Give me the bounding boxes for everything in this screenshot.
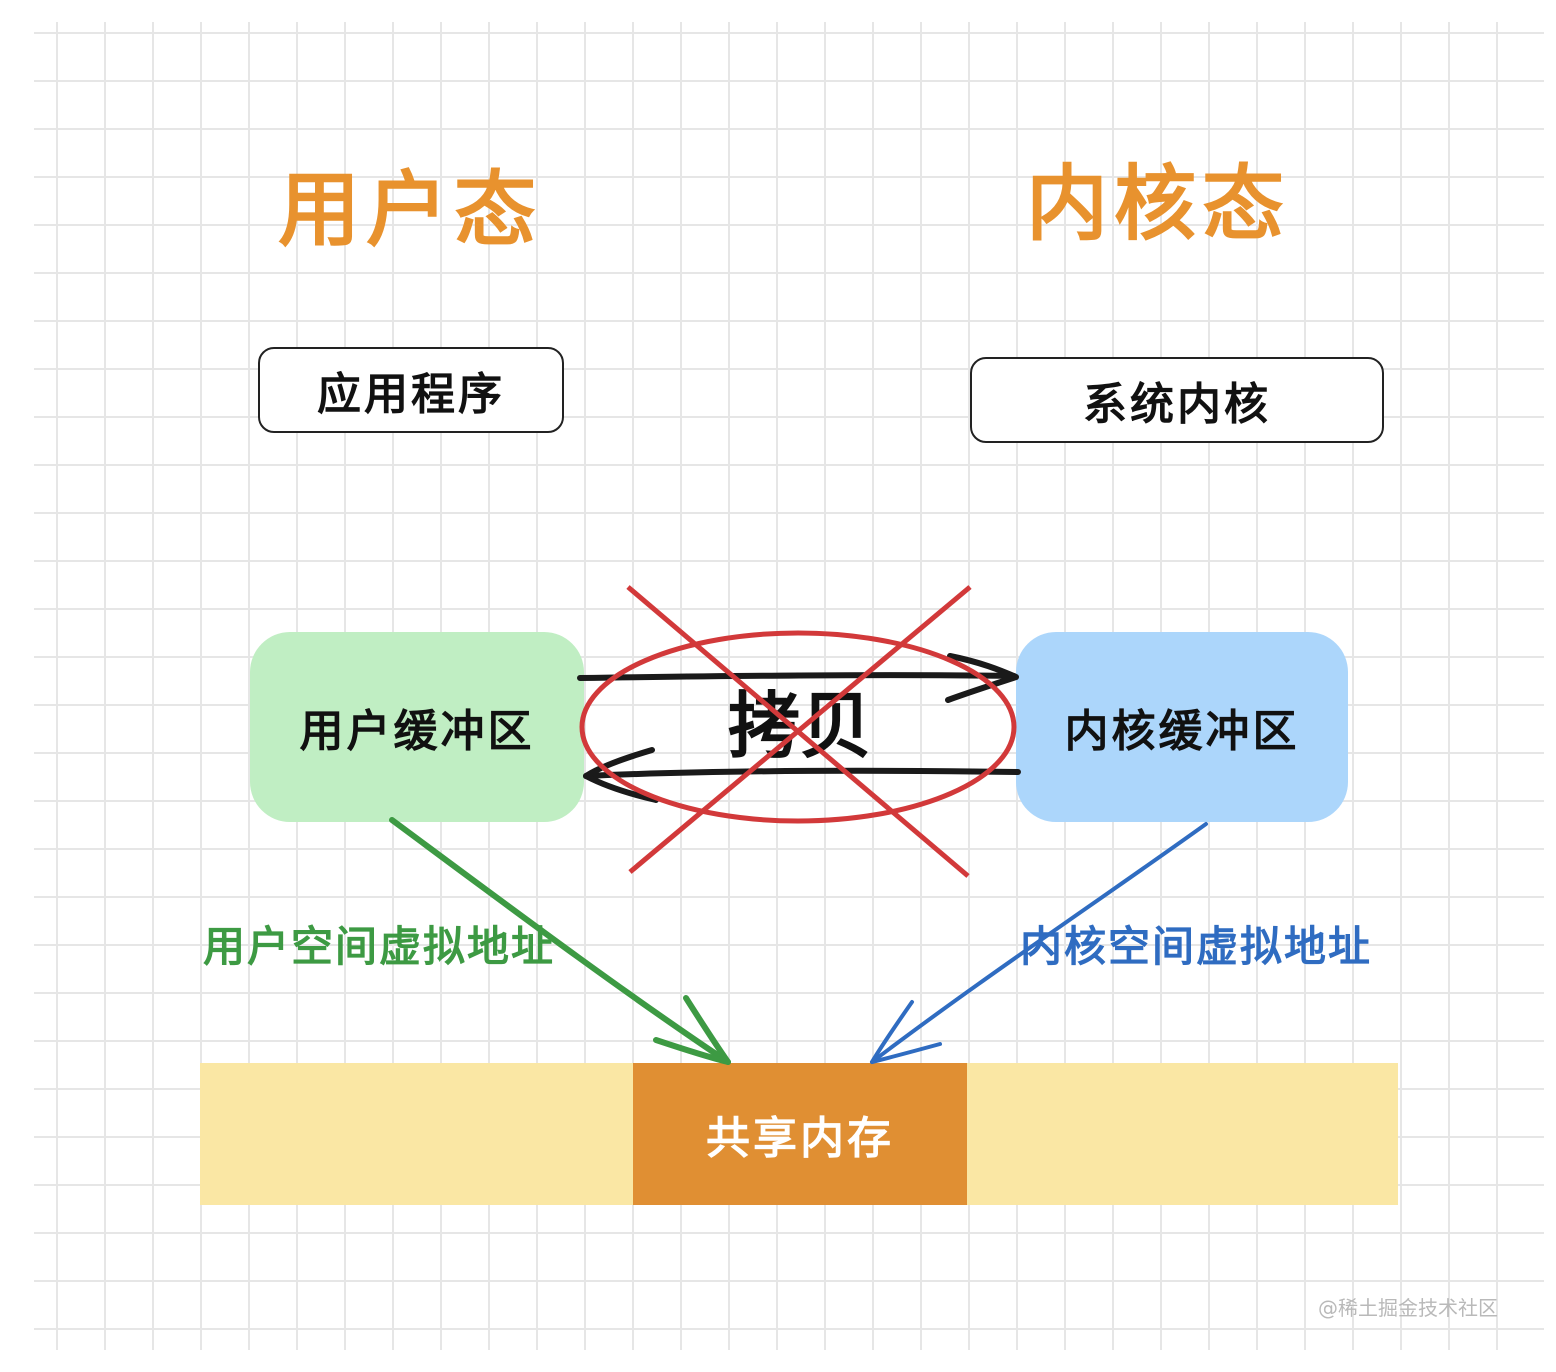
kernel-address-arrow [870, 822, 1208, 1064]
user-address-arrow [389, 817, 731, 1065]
kernel-buffer-label: 内核缓冲区 [1064, 706, 1300, 757]
user-mode-title: 用户态 [278, 163, 543, 258]
system-kernel-label: 系统内核 [1083, 379, 1271, 430]
shared-memory-label: 共享内存 [706, 1113, 894, 1164]
shared-memory-block: 共享内存 [633, 1063, 967, 1205]
application-label: 应用程序 [317, 369, 505, 420]
user-buffer: 用户缓冲区 [250, 632, 584, 822]
watermark: @稀土掘金技术社区 [1318, 1296, 1498, 1320]
kernel-mode-title: 内核态 [1026, 157, 1291, 252]
system-kernel-box: 系统内核 [970, 357, 1384, 443]
cross-out-line-2 [628, 585, 972, 874]
cross-out-ellipse [579, 630, 1017, 824]
memory-bar-right [966, 1063, 1398, 1205]
user-buffer-label: 用户缓冲区 [299, 706, 535, 757]
application-box: 应用程序 [258, 347, 564, 433]
kernel-virtual-address-label: 内核空间虚拟地址 [1020, 922, 1373, 971]
copy-arrow-right [577, 653, 1019, 703]
kernel-buffer: 内核缓冲区 [1016, 632, 1348, 822]
memory-bar-left [200, 1063, 634, 1205]
copy-arrow-left [583, 747, 1021, 803]
user-virtual-address-label: 用户空间虚拟地址 [203, 922, 556, 971]
copy-label: 拷贝 [728, 684, 873, 768]
